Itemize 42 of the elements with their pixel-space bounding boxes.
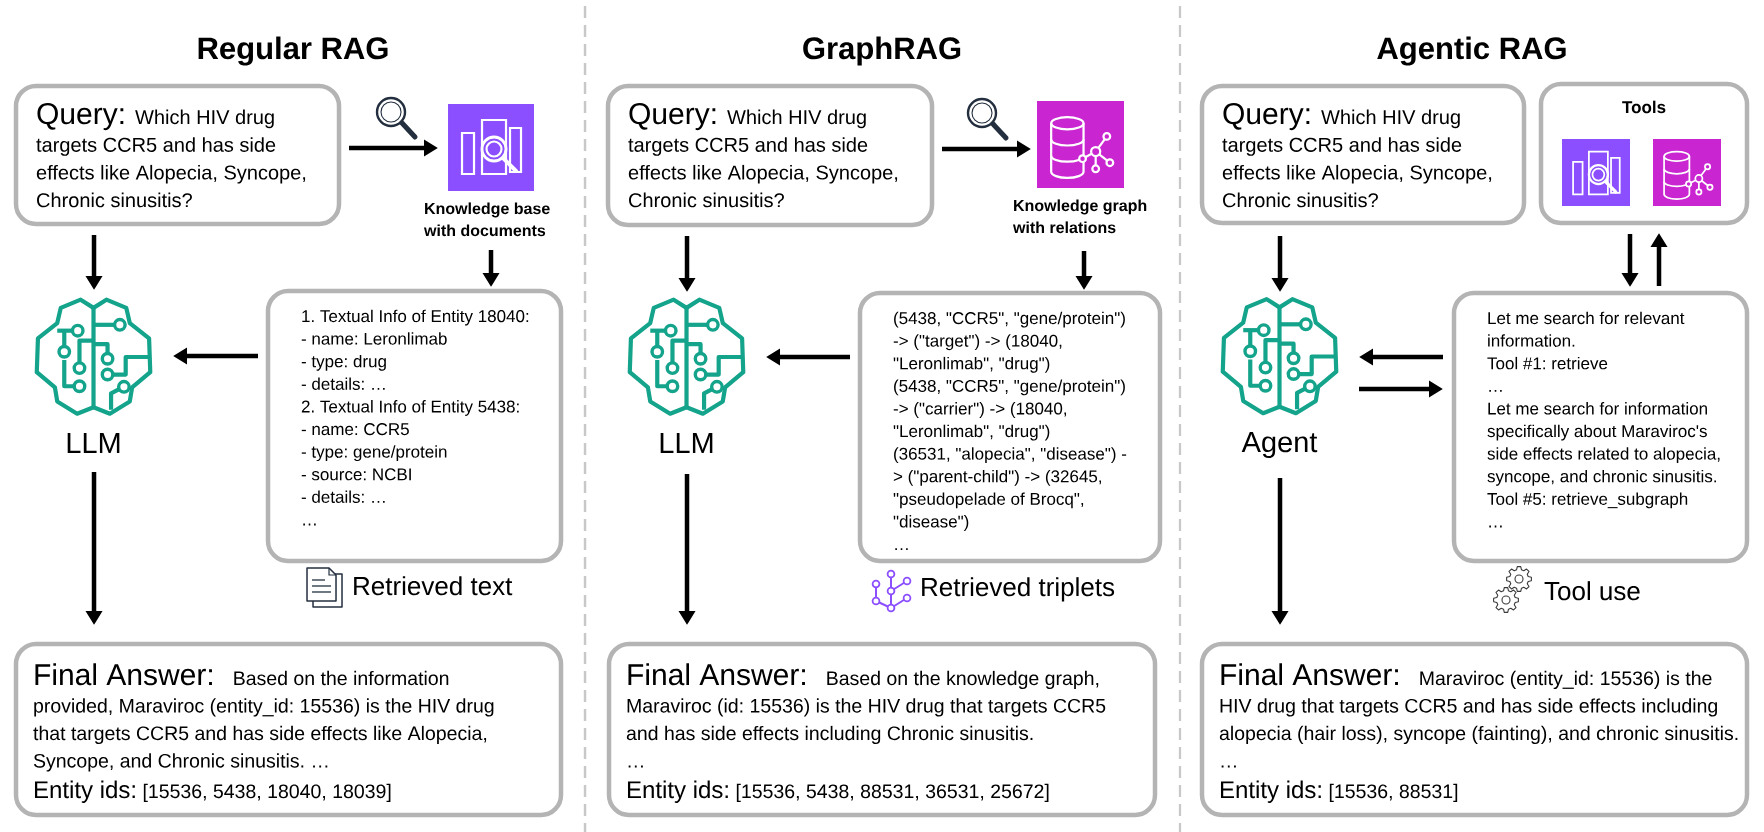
icon-label: LLM [660, 433, 713, 453]
icon-label: Agent [1241, 432, 1318, 458]
query-box: Query: Which HIV drug targets CCR5 and has side effects like Alopecia, Syncope, Chronic sinusitis? [1199, 83, 1527, 226]
node-label: Let me search for information specifically about Maraviroc's side effects related to alopecia, syncope, and chronic sinusitis. [1487, 402, 1720, 486]
column-title: GraphRAG [803, 36, 961, 66]
node-label: - type: drug [301, 354, 386, 371]
column-title: Agentic RAG [1377, 36, 1566, 66]
node-label: - name: CCR5 [301, 423, 409, 436]
node-label: 2. Textual Info of Entity 5438: [301, 400, 519, 416]
column-title: Regular RAG [198, 36, 388, 66]
text-box: 1. Textual Info of Entity 18040: - name: Leronlimab - type: drug - details: … 2. Textual Info of Entity 5438: - name: CCR5 - type: gene/protein - source: NCBI - details: … … [265, 288, 564, 564]
node-label: Tool #1: retrieve [1487, 356, 1608, 370]
node-label: - details: … [301, 490, 385, 503]
node-label: … [303, 523, 316, 526]
node-label: … [895, 548, 908, 550]
icon-label: Knowledge graph with relations [1012, 199, 1147, 234]
graph-database-icon [1653, 139, 1721, 206]
text-box: Let me search for relevant information. Tool #1: retrieve … Let me search for information specifically about Maraviroc's side effects related to alopecia, syncope, and chronic sinusitis. Tool #5: retrieve_subgraph … [1451, 290, 1750, 564]
node-label: (36531, "alopecia", "disease") - > ("parent-child") -> (32645, "pseudopelade of Brocq", "disease") [893, 447, 1127, 531]
answer-box: Final Answer: Maraviroc (entity_id: 15536) is the HIV drug that targets CCR5 and has side effects including alopecia (hair loss), syncope (fainting), and chronic sinusitis. … Entity ids: [15536, 88531] [1199, 641, 1750, 818]
node-label: 1. Textual Info of Entity 18040: [302, 309, 529, 326]
query-box: Query: Which HIV drug targets CCR5 and has side effects like Alopecia, Syncope, Chronic sinusitis? [13, 83, 342, 227]
query-box: Query: Which HIV drug targets CCR5 and has side effects like Alopecia, Syncope, Chronic sinusitis? [605, 83, 935, 228]
node-label: … [1489, 389, 1502, 392]
text-box: (5438, "CCR5", "gene/protein") -> ("target") -> (18040, "Leronlimab", "drug") (5438, "CCR5", "gene/protein") -> ("carrier") -> (18040, "Leronlimab", "drug") (36531, "alopecia", "disease") - > ("parent-child") -> (32645, "pseudopelade of Brocq", "disease") … [857, 290, 1163, 564]
node-label: Tool use [1544, 581, 1640, 601]
node-label: - details: … [301, 377, 385, 390]
node-label: - name: Leronlimab [301, 332, 447, 345]
node-label: Retrieved text [354, 576, 513, 596]
node-label: - source: NCBI [301, 468, 411, 481]
node-label: - type: gene/protein [301, 445, 447, 462]
node-label: Let me search for relevant information. [1488, 311, 1685, 347]
answer-box: Final Answer: Based on the information provided, Maraviroc (entity_id: 15536) is the HIV drug that targets CCR5 and has side effects like Alopecia, Syncope, and Chronic sinusitis. … Entity ids: [15536, 5438, 18040, 18039] [13, 641, 564, 818]
node-label: (5438, "CCR5", "gene/protein") -> ("carrier") -> (18040, "Leronlimab", "drug") [893, 379, 1125, 441]
node-label: … [1489, 525, 1502, 528]
icon-label: LLM [67, 433, 120, 453]
node-label: Tool #5: retrieve_subgraph [1487, 492, 1688, 509]
icon-label: Knowledge base with documents [423, 202, 550, 237]
node-label: (5438, "CCR5", "gene/protein") -> ("target") -> (18040, "Leronlimab", "drug") [893, 311, 1125, 373]
answer-box: Final Answer: Based on the knowledge graph, Maraviroc (id: 15536) is the HIV drug that targets CCR5 and has side effects including Chronic sinusitis. … Entity ids: [15536, 5438, 88531, 36531, 25672] [606, 641, 1158, 818]
node-label: Retrieved triplets [922, 577, 1115, 602]
document-search-icon [1562, 139, 1630, 206]
